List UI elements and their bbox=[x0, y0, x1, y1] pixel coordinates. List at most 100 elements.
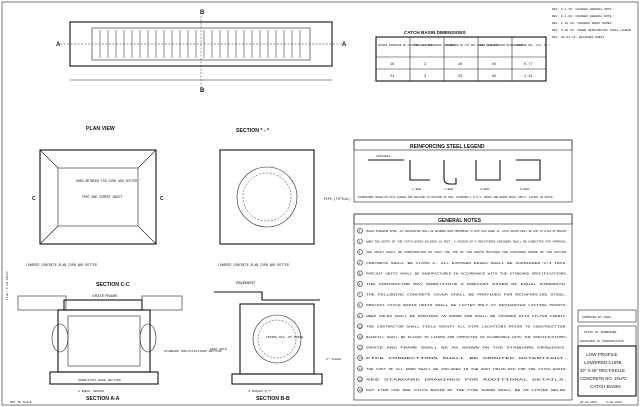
table-cell-0-2: 26 bbox=[458, 63, 462, 67]
aa-std-note: STANDARD SPECIFICATIONS SECTION bbox=[164, 349, 222, 353]
title-line-2: 32" X 26" RECTANGLE bbox=[580, 368, 625, 373]
revision-3: REV. 5-20-24: ADDED REINFORCING STEEL LE… bbox=[552, 29, 631, 32]
section-bb: PAVEMENT INSIDE DIA. OF RISER WEEP HOLE … bbox=[210, 281, 341, 402]
note-number-circle bbox=[357, 249, 363, 255]
title-line-3: CONCRETE NO. 10LPC bbox=[580, 376, 627, 381]
plan-riser-note: LOWERED CONCRETE SLAB CURB AND GUTTER bbox=[26, 263, 97, 267]
note-number-circle bbox=[357, 302, 363, 308]
general-note: BACKFILL SHALL BE PLACED IN LAYERS AND C… bbox=[366, 336, 568, 339]
bb-inside-dia: INSIDE DIA. OF RISER bbox=[266, 335, 303, 339]
title-line-4: CATCH BASIN bbox=[590, 384, 621, 389]
table-cell-0-1: 3 bbox=[424, 63, 426, 67]
note-number: 13 bbox=[359, 357, 363, 360]
fhwa-stamp: APPROVED BY FHWA bbox=[582, 316, 611, 319]
general-note: THE CONTRACTOR MAY SUBSTITUTE A PRECAST … bbox=[366, 283, 568, 286]
bb-pavement: PAVEMENT bbox=[236, 281, 256, 285]
table-cell-1-0: 24 bbox=[390, 75, 394, 79]
section-star: SECTION * - * PIPE (TYPICAL) LOWERED CON… bbox=[218, 128, 351, 267]
revision-0: REV. 6-1-16: CHANGED GENERAL NOTE bbox=[552, 8, 612, 11]
steel-legend: REINFORCING STEEL LEGEND VARIABLE L-BAR … bbox=[353, 139, 573, 203]
general-notes: GENERAL NOTES 1 UNLESS OTHERWISE NOTED, A… bbox=[353, 213, 573, 401]
state-name: STATE OF TENNESSEE bbox=[584, 331, 617, 334]
table-header-4: CONCRETE VOL. (CU. YD.) bbox=[514, 43, 550, 47]
table-header-1: PIPE WALL THICKNESS (INCHES) bbox=[412, 43, 456, 47]
dimensions-table: CATCH BASIN DIMENSIONS INSIDE DIAMETER O… bbox=[375, 30, 550, 82]
cut-label-c-right: C bbox=[160, 196, 164, 202]
note-number-circle bbox=[357, 376, 363, 382]
note-number-circle bbox=[357, 387, 363, 393]
aa-base-slab: MONOLITHIC BASE SECTION bbox=[78, 378, 121, 382]
note-number: 3 bbox=[359, 251, 361, 254]
plan-view-title: PLAN VIEW bbox=[86, 126, 115, 132]
note-number-circle bbox=[357, 323, 363, 329]
title-line-1: LOWERED CURB bbox=[584, 360, 622, 365]
table-header-2: DIAMETER OF CUT OUT HOLES (INCHES) bbox=[446, 43, 499, 47]
section-bb-title: SECTION B-B bbox=[256, 396, 290, 402]
general-note: UNLESS OTHERWISE NOTED, ALL REINFORCING … bbox=[366, 230, 568, 233]
grate-elevation: A A B B bbox=[56, 10, 347, 94]
cut-label-b-top: B bbox=[200, 10, 205, 16]
drawing-number: D-CB-10LPC bbox=[606, 401, 623, 404]
note-number-circle bbox=[357, 259, 363, 266]
note-number: 7 bbox=[359, 294, 361, 297]
note-number-circle bbox=[357, 291, 363, 298]
general-note: PAY ITEM FOR ONE CATCH BASIN OF THE TYPE… bbox=[366, 389, 568, 392]
table-cell-1-4: 1.21 bbox=[524, 75, 533, 79]
bb-weep: WEEP HOLE bbox=[210, 347, 227, 351]
table-header-0: INSIDE DIAMETER OF CUT PIPE (INCHES) bbox=[378, 43, 434, 47]
table-header-3: BOX SLAB MINIMUM RISER (FEET) bbox=[480, 43, 526, 47]
revision-block: REV. 6-1-16: CHANGED GENERAL NOTE REV. 9… bbox=[552, 8, 631, 39]
general-note: PRECAST CATCH BASIN UNITS SHALL BE LIFTE… bbox=[366, 304, 568, 307]
general-note: GRATE AND FRAME SHALL BE AS SHOWN ON THE… bbox=[366, 347, 568, 350]
general-note: THE COST OF ALL WORK SHALL BE INCLUDED I… bbox=[366, 368, 568, 371]
general-notes-list: 1 UNLESS OTHERWISE NOTED, ALL REINFORCING… bbox=[357, 228, 568, 393]
department-name: DEPARTMENT OF TRANSPORTATION bbox=[580, 340, 624, 343]
table-cell-1-2: 32 bbox=[458, 75, 462, 79]
cut-label-b-bottom: B bbox=[200, 88, 205, 94]
note-number-circle bbox=[357, 228, 363, 234]
section-star-riser-note: LOWERED CONCRETE SLAB CURB AND GUTTER bbox=[218, 263, 289, 267]
note-number: 4 bbox=[359, 262, 361, 265]
general-notes-title: GENERAL NOTES bbox=[438, 218, 482, 224]
note-number: 5 bbox=[359, 272, 361, 275]
section-star-title: SECTION * - * bbox=[236, 128, 270, 134]
note-number: 1 bbox=[359, 230, 361, 233]
general-note: PIPE CONNECTIONS SHALL BE GROUTED WATERT… bbox=[366, 357, 568, 360]
bar-label-1: L-BAR bbox=[412, 188, 421, 191]
note-number: 11 bbox=[359, 336, 363, 339]
title-block: APPROVED BY FHWA STATE OF TENNESSEE DEPA… bbox=[577, 309, 637, 404]
plan-area-note: AREA BETWEEN FOR CURB AND GUTTER bbox=[76, 179, 137, 183]
table-cell-0-4: 0.77 bbox=[524, 63, 533, 67]
note-number: 10 bbox=[359, 325, 363, 328]
bb-clear: 2" CLEAR bbox=[326, 357, 341, 361]
note-number-circle bbox=[357, 270, 363, 276]
general-note: PRECAST UNITS SHALL BE MANUFACTURED IN A… bbox=[366, 272, 568, 275]
general-note: THE INLET SHALL BE CONSTRUCTED SO THAT T… bbox=[366, 251, 568, 254]
bar-label-4: S-BAR bbox=[520, 188, 529, 191]
aa-grate-frame: GRATE FRAME bbox=[92, 294, 118, 298]
general-note: THE FOLLOWING CONCRETE COVER SHALL BE PR… bbox=[366, 294, 568, 297]
note-number: 2 bbox=[359, 241, 361, 244]
section-star-pipe-note: PIPE (TYPICAL) bbox=[324, 197, 351, 201]
note-number-circle bbox=[357, 312, 363, 319]
bar-label-3: U-BAR bbox=[480, 188, 489, 191]
plan-view: PLAN VIEW AREA BETWEEN FOR CURB AND GUTT… bbox=[26, 126, 164, 288]
revision-1: REV. 9-1-20: CHANGED GENERAL NOTE bbox=[552, 15, 612, 18]
note-number: 16 bbox=[359, 389, 363, 392]
table-cell-0-0: 18 bbox=[390, 63, 394, 67]
note-number-circle bbox=[357, 334, 363, 340]
general-note: CONCRETE SHALL BE CLASS A. ALL EXPOSED E… bbox=[366, 262, 568, 265]
note-number-circle bbox=[357, 355, 363, 361]
cut-label-c-left: C bbox=[32, 196, 36, 202]
bb-spacing: 4 SPACES @ 7" bbox=[248, 389, 272, 393]
note-number: 14 bbox=[359, 368, 363, 371]
note-number-circle bbox=[357, 281, 363, 287]
note-number-circle bbox=[357, 238, 363, 245]
note-number: 6 bbox=[359, 283, 361, 286]
general-note: WEEP HOLES SHALL BE PROVIDED AS SHOWN AN… bbox=[366, 315, 568, 318]
steel-legend-title: REINFORCING STEEL LEGEND bbox=[410, 144, 485, 150]
not-to-scale: NOT TO SCALE bbox=[10, 401, 32, 404]
